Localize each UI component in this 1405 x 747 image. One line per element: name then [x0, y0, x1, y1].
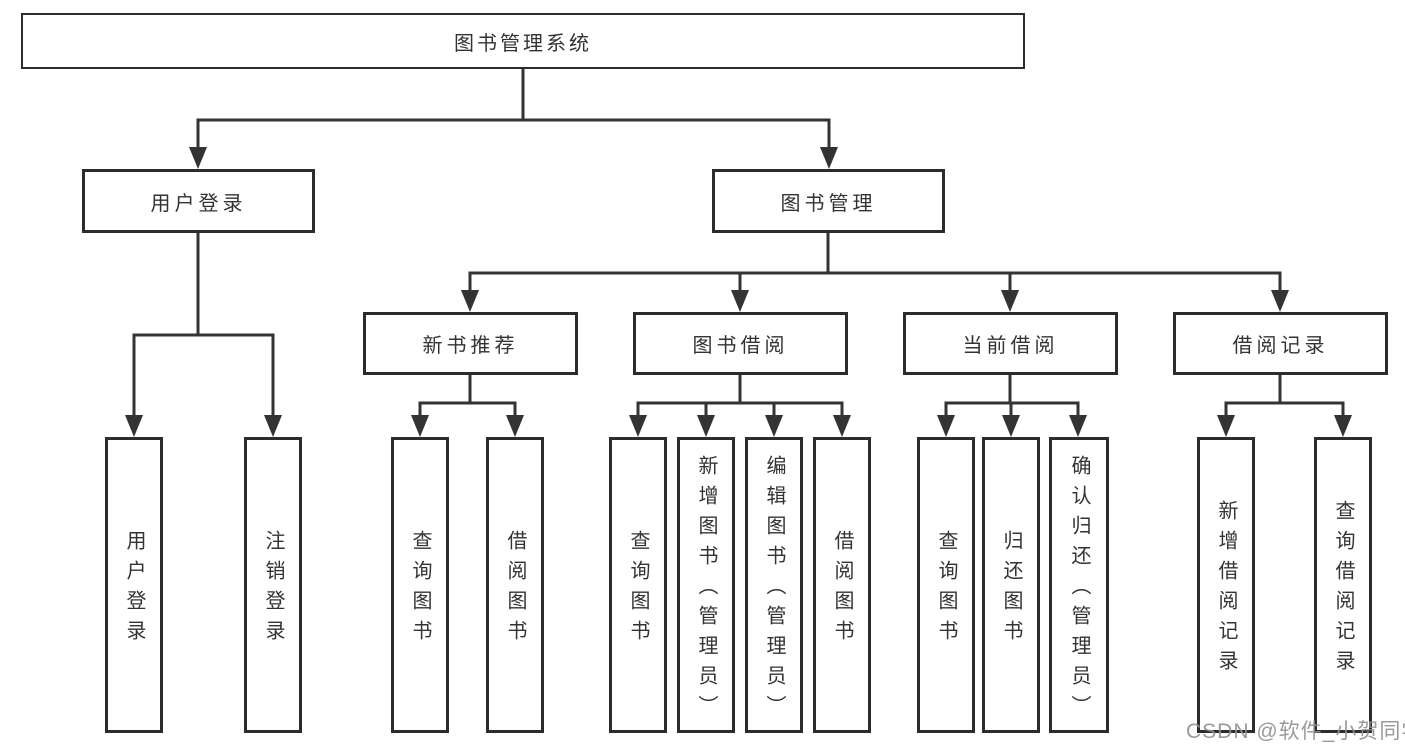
- node-new-book-recommendation: 新书推荐: [363, 312, 578, 375]
- leaf-recommend-borrow-books: 借阅图书: [486, 437, 544, 733]
- leaf-user-login: 用户登录: [105, 437, 163, 733]
- leaf-edit-book-admin: 编辑图书（管理员）: [745, 437, 803, 733]
- leaf-borrowing-borrow-books: 借阅图书: [813, 437, 871, 733]
- leaf-add-book-admin: 新增图书（管理员）: [677, 437, 735, 733]
- leaf-add-borrow-record-label: 新增借阅记录: [1215, 500, 1237, 680]
- node-root-label: 图书管理系统: [454, 32, 592, 55]
- leaf-borrowing-query-books-label: 查询图书: [627, 530, 649, 650]
- node-borrowing-records: 借阅记录: [1173, 312, 1388, 375]
- leaf-borrowing-borrow-books-label: 借阅图书: [831, 530, 853, 650]
- node-user-login-label: 用户登录: [150, 192, 247, 215]
- leaf-recommend-query-books-label: 查询图书: [409, 530, 431, 650]
- leaf-borrowing-query-books: 查询图书: [609, 437, 667, 733]
- watermark: CSDN @软件_小贺同学: [1186, 720, 1405, 743]
- node-borrowing-records-label: 借阅记录: [1232, 335, 1329, 357]
- leaf-return-books-label: 归还图书: [1000, 530, 1022, 650]
- leaf-query-borrow-record: 查询借阅记录: [1314, 437, 1372, 733]
- node-user-login: 用户登录: [82, 169, 315, 233]
- node-book-borrowing: 图书借阅: [633, 312, 848, 375]
- leaf-edit-book-admin-label: 编辑图书（管理员）: [763, 455, 785, 725]
- leaf-add-book-admin-label: 新增图书（管理员）: [695, 455, 717, 725]
- leaf-logout-label: 注销登录: [262, 530, 284, 650]
- leaf-confirm-return-admin: 确认归还（管理员）: [1049, 437, 1109, 733]
- leaf-recommend-borrow-books-label: 借阅图书: [504, 530, 526, 650]
- node-book-management-label: 图书管理: [780, 192, 877, 215]
- leaf-recommend-query-books: 查询图书: [391, 437, 449, 733]
- leaf-logout: 注销登录: [244, 437, 302, 733]
- leaf-current-query-books-label: 查询图书: [935, 530, 957, 650]
- node-book-borrowing-label: 图书借阅: [692, 335, 789, 357]
- leaf-query-borrow-record-label: 查询借阅记录: [1332, 500, 1354, 680]
- node-root-system: 图书管理系统: [21, 13, 1025, 69]
- node-current-borrowing: 当前借阅: [903, 312, 1118, 375]
- leaf-add-borrow-record: 新增借阅记录: [1197, 437, 1255, 733]
- leaf-return-books: 归还图书: [982, 437, 1040, 733]
- leaf-confirm-return-admin-label: 确认归还（管理员）: [1068, 455, 1090, 725]
- node-book-management: 图书管理: [712, 169, 945, 233]
- leaf-current-query-books: 查询图书: [917, 437, 975, 733]
- node-current-borrowing-label: 当前借阅: [962, 335, 1059, 357]
- leaf-user-login-label: 用户登录: [123, 530, 145, 650]
- node-new-book-recommendation-label: 新书推荐: [422, 335, 519, 357]
